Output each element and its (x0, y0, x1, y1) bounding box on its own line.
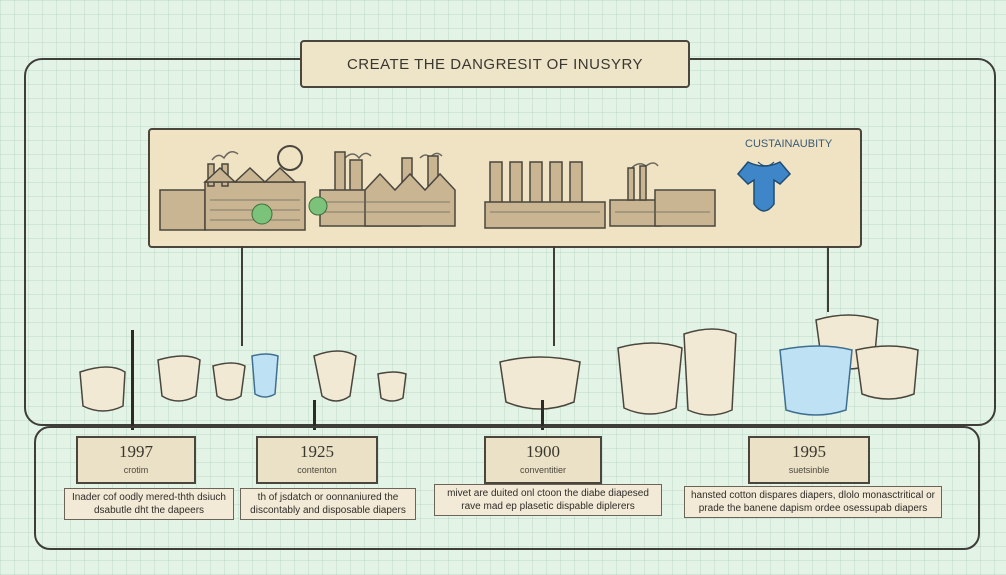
diaper-icon (79, 366, 126, 412)
timeline-marker (313, 400, 316, 430)
year-card-1997: 1997 crotim (76, 436, 196, 484)
diaper-icon (683, 328, 737, 416)
description-1997: Inader cof oodly mered-thth dsiuch dsabu… (64, 488, 234, 520)
year-card-1925: 1925 contenton (256, 436, 378, 484)
diaper-icon (157, 355, 201, 402)
industry-banner (148, 128, 862, 248)
description-1995: hansted cotton dispares diapers, dlolo m… (684, 486, 942, 518)
title-text: CREATE THE DANGRESIT OF INUSYRY (346, 55, 644, 73)
sustainability-label: CUSTAINAUBITY (745, 138, 833, 150)
page-title: CREATE THE DANGRESIT OF INUSYRY (300, 40, 690, 88)
year-label: 1995 (792, 442, 826, 461)
year-label: 1900 (526, 442, 560, 461)
connector-line (827, 246, 829, 312)
connector-line (553, 246, 555, 346)
diaper-icon (499, 356, 581, 410)
factory-skyline-illustration (159, 145, 792, 231)
year-label: 1997 (119, 442, 153, 461)
year-sublabel: suetsinble (788, 465, 830, 475)
blue-diaper-icon (251, 353, 279, 398)
year-sublabel: contenton (297, 465, 337, 475)
year-label: 1925 (300, 442, 334, 461)
diaper-icon (617, 342, 683, 415)
description-1925: th of jsdatch or oonnaniured the discont… (240, 488, 416, 520)
onesie-icon (736, 161, 792, 212)
year-card-1995: 1995 suetsinble (748, 436, 870, 484)
sun-icon (277, 145, 303, 171)
connector-line (241, 246, 243, 346)
blue-diaper-icon (779, 345, 853, 416)
smoke (211, 151, 659, 171)
year-card-1900: 1900 conventitier (484, 436, 602, 484)
year-sublabel: conventitier (519, 465, 567, 475)
diaper-icon (855, 345, 919, 400)
description-1900: mivet are duited onl ctoon the diabe dia… (434, 484, 662, 516)
timeline-marker (541, 400, 544, 430)
year-sublabel: crotim (123, 465, 149, 475)
timeline-marker (131, 330, 134, 430)
diaper-icon (377, 371, 407, 402)
diaper-icon (313, 350, 357, 402)
diaper-icon (212, 362, 246, 401)
timeline-frame (34, 426, 980, 550)
